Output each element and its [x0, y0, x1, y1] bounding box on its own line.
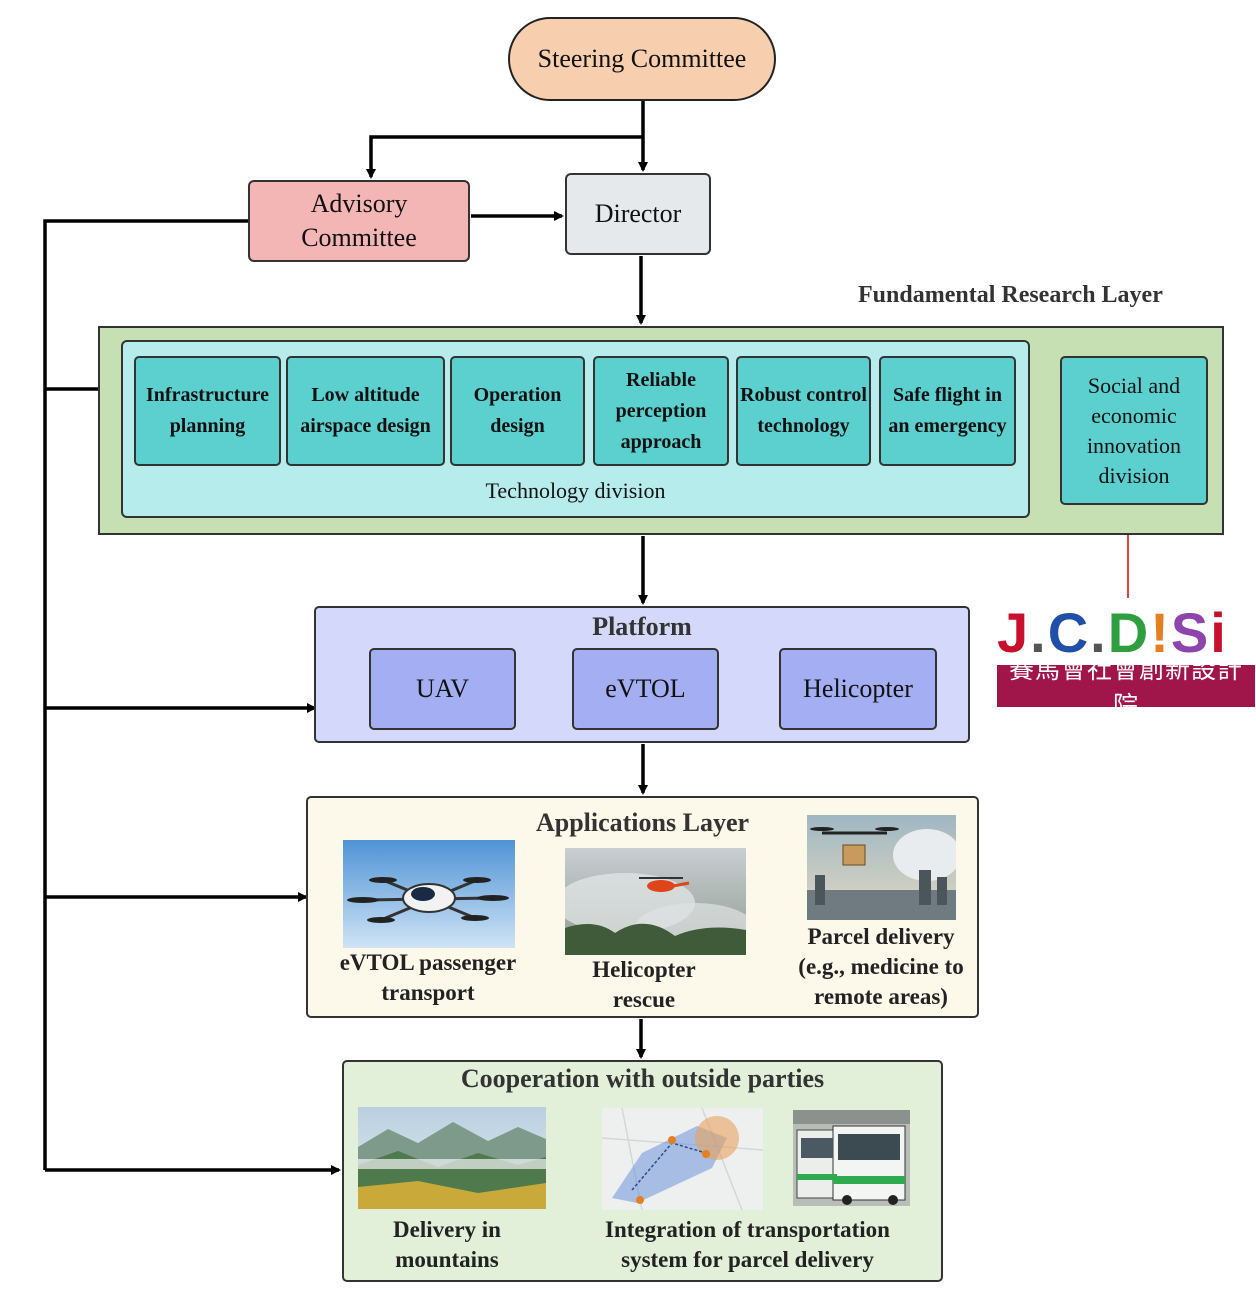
logo-letter-i: i [1210, 600, 1228, 664]
director: Director [565, 173, 711, 255]
cooperation-title: Cooperation with outside parties [460, 1064, 825, 1093]
logo-letter-c: C [1047, 600, 1091, 664]
steering-committee: Steering Committee [508, 17, 776, 101]
tech-reliable-perception: Reliable perception approach [593, 356, 729, 466]
logo-letter-dot-1: . [1030, 600, 1048, 664]
logo-letter-j: J [997, 600, 1031, 664]
logo-letter-exclaim: ! [1150, 600, 1171, 664]
logo-chinese-name: 賽馬會社會創新設計院 [997, 655, 1255, 720]
logo-letter-d: D [1107, 600, 1151, 664]
app-caption-parcel: Parcel delivery (e.g., medicine to remot… [798, 924, 964, 1009]
logo-letter-s: S [1170, 600, 1211, 664]
coop-caption-integration: Integration of transportation system for… [605, 1217, 890, 1272]
tech-infrastructure-planning: Infrastructure planning [134, 356, 281, 466]
tech-robust-control: Robust control technology [736, 356, 871, 466]
applications-title: Applications Layer [535, 808, 750, 837]
platform-title: Platform [592, 612, 692, 641]
app-caption-helicopter: Helicopter rescue [592, 957, 696, 1012]
parcel-drone-photo [807, 815, 956, 920]
advisory-feedback-line [43, 219, 248, 1170]
jcdisi-logo: J . C . D ! S i [997, 600, 1255, 664]
mountains-photo [358, 1107, 546, 1209]
tech-operation-design: Operation design [450, 356, 585, 466]
advisory-committee: Advisory Committee [248, 180, 470, 262]
technology-division-label: Technology division [485, 478, 666, 503]
delivery-route-map [602, 1108, 763, 1210]
arrow-steering-advisory [366, 135, 643, 179]
app-caption-evtol: eVTOL passenger transport [339, 950, 517, 1005]
platform-evtol: eVTOL [572, 648, 719, 730]
platform-uav: UAV [369, 648, 516, 730]
evtol-photo [343, 840, 515, 948]
logo-letter-dot-2: . [1090, 600, 1108, 664]
tech-low-altitude-airspace: Low altitude airspace design [286, 356, 445, 466]
social-economic-division: Social and economic innovation division [1060, 356, 1208, 505]
platform-helicopter: Helicopter [779, 648, 937, 730]
buses-photo [793, 1110, 910, 1206]
helicopter-rescue-photo [565, 848, 746, 955]
fundamental-layer-title: Fundamental Research Layer [858, 282, 1163, 308]
coop-caption-mountains: Delivery in mountains [393, 1217, 501, 1272]
tech-safe-flight: Safe flight in an emergency [879, 356, 1016, 466]
